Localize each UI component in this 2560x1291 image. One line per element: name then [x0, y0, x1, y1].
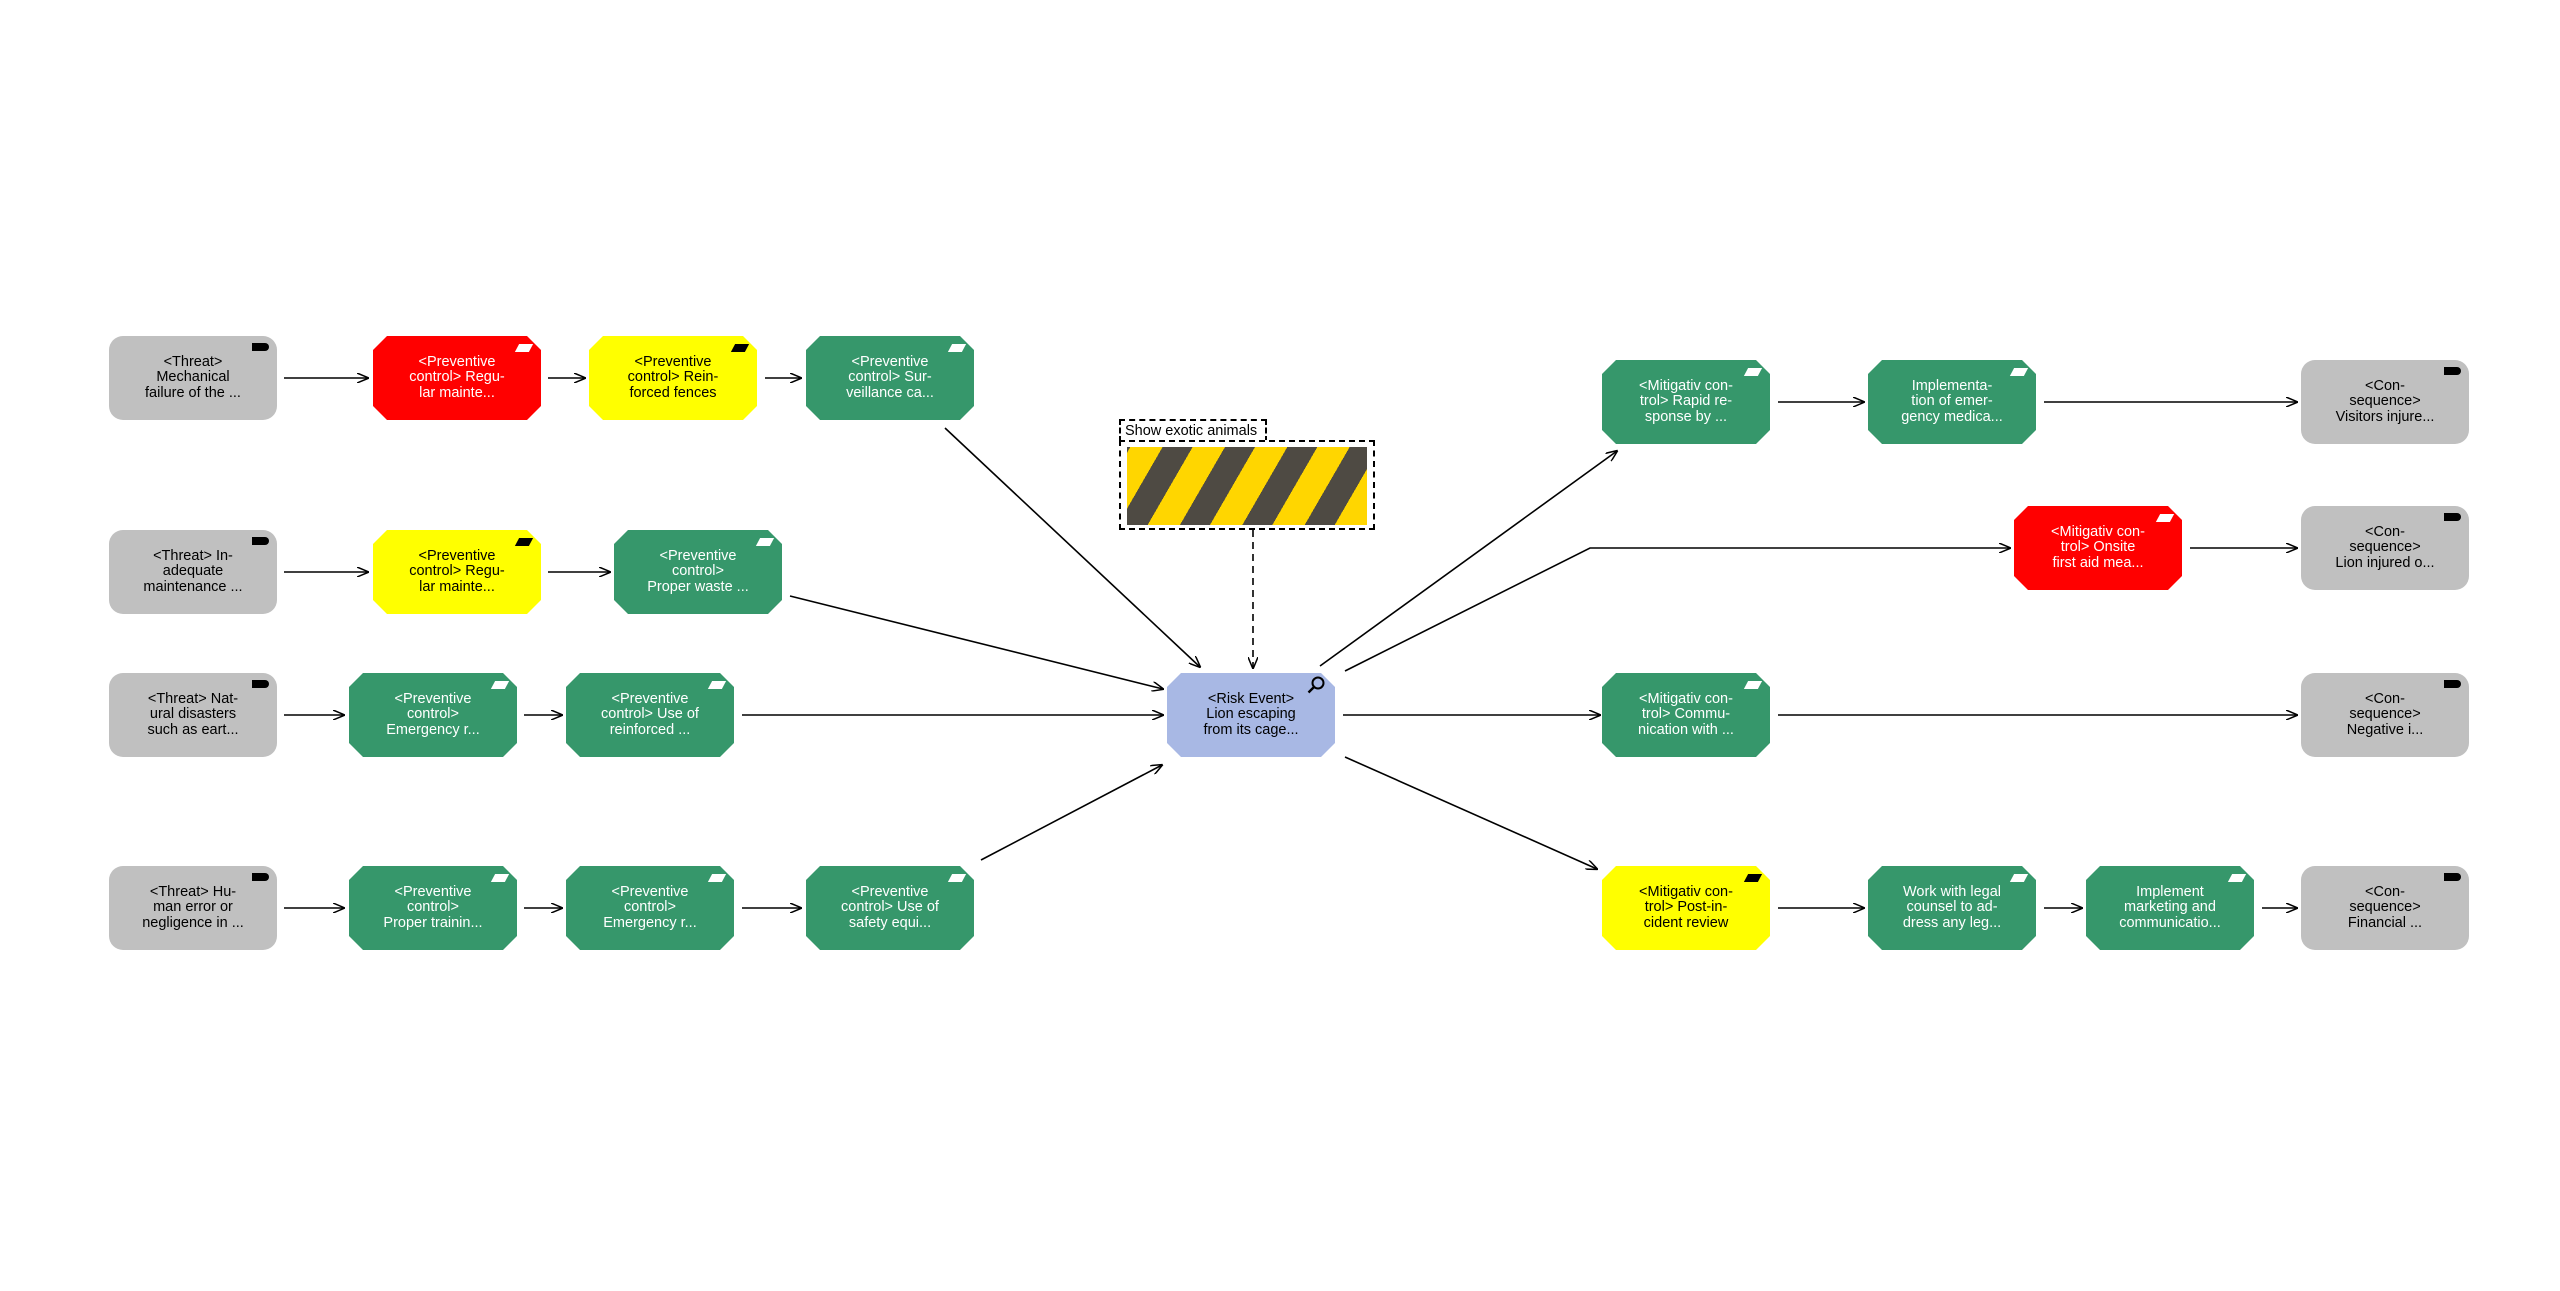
node-label: <Con- sequence> Financial ... [2347, 883, 2423, 931]
node-label: <Con- sequence> Visitors injure... [2335, 377, 2435, 425]
flag-icon [2444, 513, 2461, 521]
parallelogram-icon [515, 538, 533, 546]
preventive-control-node[interactable]: <Preventive control> Regu- lar mainte... [373, 530, 541, 614]
parallelogram-icon [1744, 874, 1762, 882]
flag-icon [252, 680, 269, 688]
preventive-control-node[interactable]: <Preventive control> Emergency r... [349, 673, 517, 757]
threat-node[interactable]: <Threat> Hu- man error or negligence in … [109, 866, 277, 950]
parallelogram-icon [708, 874, 726, 882]
node-label: <Preventive control> Emergency r... [603, 883, 697, 931]
parallelogram-icon [515, 344, 533, 352]
mitigative-control-node[interactable]: Implement marketing and communicatio... [2086, 866, 2254, 950]
consequence-node[interactable]: <Con- sequence> Lion injured o... [2301, 506, 2469, 590]
consequence-node[interactable]: <Con- sequence> Visitors injure... [2301, 360, 2469, 444]
node-label: <Preventive control> Regu- lar mainte... [409, 353, 505, 401]
parallelogram-icon [491, 874, 509, 882]
mitigative-control-node[interactable]: <Mitigativ con- trol> Post-in- cident re… [1602, 866, 1770, 950]
node-label: <Con- sequence> Lion injured o... [2335, 523, 2435, 571]
preventive-control-node[interactable]: <Preventive control> Emergency r... [566, 866, 734, 950]
flag-icon [2444, 367, 2461, 375]
parallelogram-icon [1744, 368, 1762, 376]
preventive-control-node[interactable]: <Preventive control> Proper trainin... [349, 866, 517, 950]
parallelogram-icon [491, 681, 509, 689]
threat-node[interactable]: <Threat> Mechanical failure of the ... [109, 336, 277, 420]
mitigative-control-node[interactable]: Implementa- tion of emer- gency medica..… [1868, 360, 2036, 444]
node-label: <Con- sequence> Negative i... [2346, 690, 2424, 738]
preventive-control-node[interactable]: <Preventive control> Proper waste ... [614, 530, 782, 614]
node-label: <Mitigativ con- trol> Rapid re- sponse b… [1639, 377, 1733, 425]
hazard-stripes-icon [1127, 447, 1367, 525]
flag-icon [252, 537, 269, 545]
preventive-control-node[interactable]: <Preventive control> Use of safety equi.… [806, 866, 974, 950]
preventive-control-node[interactable]: <Preventive control> Regu- lar mainte... [373, 336, 541, 420]
edge-risk-mc4a [1344, 756, 1597, 869]
flag-icon [252, 873, 269, 881]
preventive-control-node[interactable]: <Preventive control> Sur- veillance ca..… [806, 336, 974, 420]
parallelogram-icon [756, 538, 774, 546]
parallelogram-icon [2228, 874, 2246, 882]
consequence-node[interactable]: <Con- sequence> Negative i... [2301, 673, 2469, 757]
flag-icon [252, 343, 269, 351]
parallelogram-icon [2010, 368, 2028, 376]
threat-node[interactable]: <Threat> In- adequate maintenance ... [109, 530, 277, 614]
node-label: Work with legal counsel to ad- dress any… [1902, 883, 2002, 931]
node-label: <Threat> Mechanical failure of the ... [145, 353, 241, 401]
parallelogram-icon [2156, 514, 2174, 522]
node-label: <Threat> Hu- man error or negligence in … [142, 883, 244, 931]
mitigative-control-node[interactable]: Work with legal counsel to ad- dress any… [1868, 866, 2036, 950]
parallelogram-icon [2010, 874, 2028, 882]
edge-risk-mc2a [1344, 548, 2010, 672]
edge-pc2b-risk [789, 595, 1163, 689]
node-label: <Threat> Nat- ural disasters such as ear… [147, 690, 239, 738]
node-label: <Risk Event> Lion escaping from its cage… [1203, 690, 1299, 738]
mitigative-control-node[interactable]: <Mitigativ con- trol> Rapid re- sponse b… [1602, 360, 1770, 444]
parallelogram-icon [948, 344, 966, 352]
node-label: <Threat> In- adequate maintenance ... [143, 547, 243, 595]
flag-icon [2444, 873, 2461, 881]
risk-event-node[interactable]: <Risk Event> Lion escaping from its cage… [1167, 673, 1335, 757]
preventive-control-node[interactable]: <Preventive control> Rein- forced fences [589, 336, 757, 420]
node-label: Implement marketing and communicatio... [2119, 883, 2221, 931]
edge-pc4c-risk [980, 765, 1162, 861]
node-label: <Preventive control> Use of reinforced .… [601, 690, 699, 738]
hazard-group-label[interactable]: Show exotic animals [1119, 419, 1268, 442]
node-label: <Mitigativ con- trol> Post-in- cident re… [1639, 883, 1733, 931]
node-label: Implementa- tion of emer- gency medica..… [1901, 377, 2003, 425]
node-label: <Preventive control> Rein- forced fences [627, 353, 719, 401]
preventive-control-node[interactable]: <Preventive control> Use of reinforced .… [566, 673, 734, 757]
parallelogram-icon [1744, 681, 1762, 689]
node-label: <Preventive control> Regu- lar mainte... [409, 547, 505, 595]
magnifier-icon [1307, 676, 1325, 694]
consequence-node[interactable]: <Con- sequence> Financial ... [2301, 866, 2469, 950]
node-label: <Preventive control> Emergency r... [386, 690, 480, 738]
node-label: <Preventive control> Proper waste ... [647, 547, 749, 595]
node-label: <Preventive control> Use of safety equi.… [841, 883, 939, 931]
mitigative-control-node[interactable]: <Mitigativ con- trol> Onsite first aid m… [2014, 506, 2182, 590]
node-label: <Mitigativ con- trol> Commu- nication wi… [1638, 690, 1734, 738]
parallelogram-icon [731, 344, 749, 352]
parallelogram-icon [708, 681, 726, 689]
node-label: <Preventive control> Proper trainin... [383, 883, 483, 931]
flag-icon [2444, 680, 2461, 688]
parallelogram-icon [948, 874, 966, 882]
node-label: <Preventive control> Sur- veillance ca..… [846, 353, 934, 401]
node-label: <Mitigativ con- trol> Onsite first aid m… [2051, 523, 2145, 571]
threat-node[interactable]: <Threat> Nat- ural disasters such as ear… [109, 673, 277, 757]
mitigative-control-node[interactable]: <Mitigativ con- trol> Commu- nication wi… [1602, 673, 1770, 757]
